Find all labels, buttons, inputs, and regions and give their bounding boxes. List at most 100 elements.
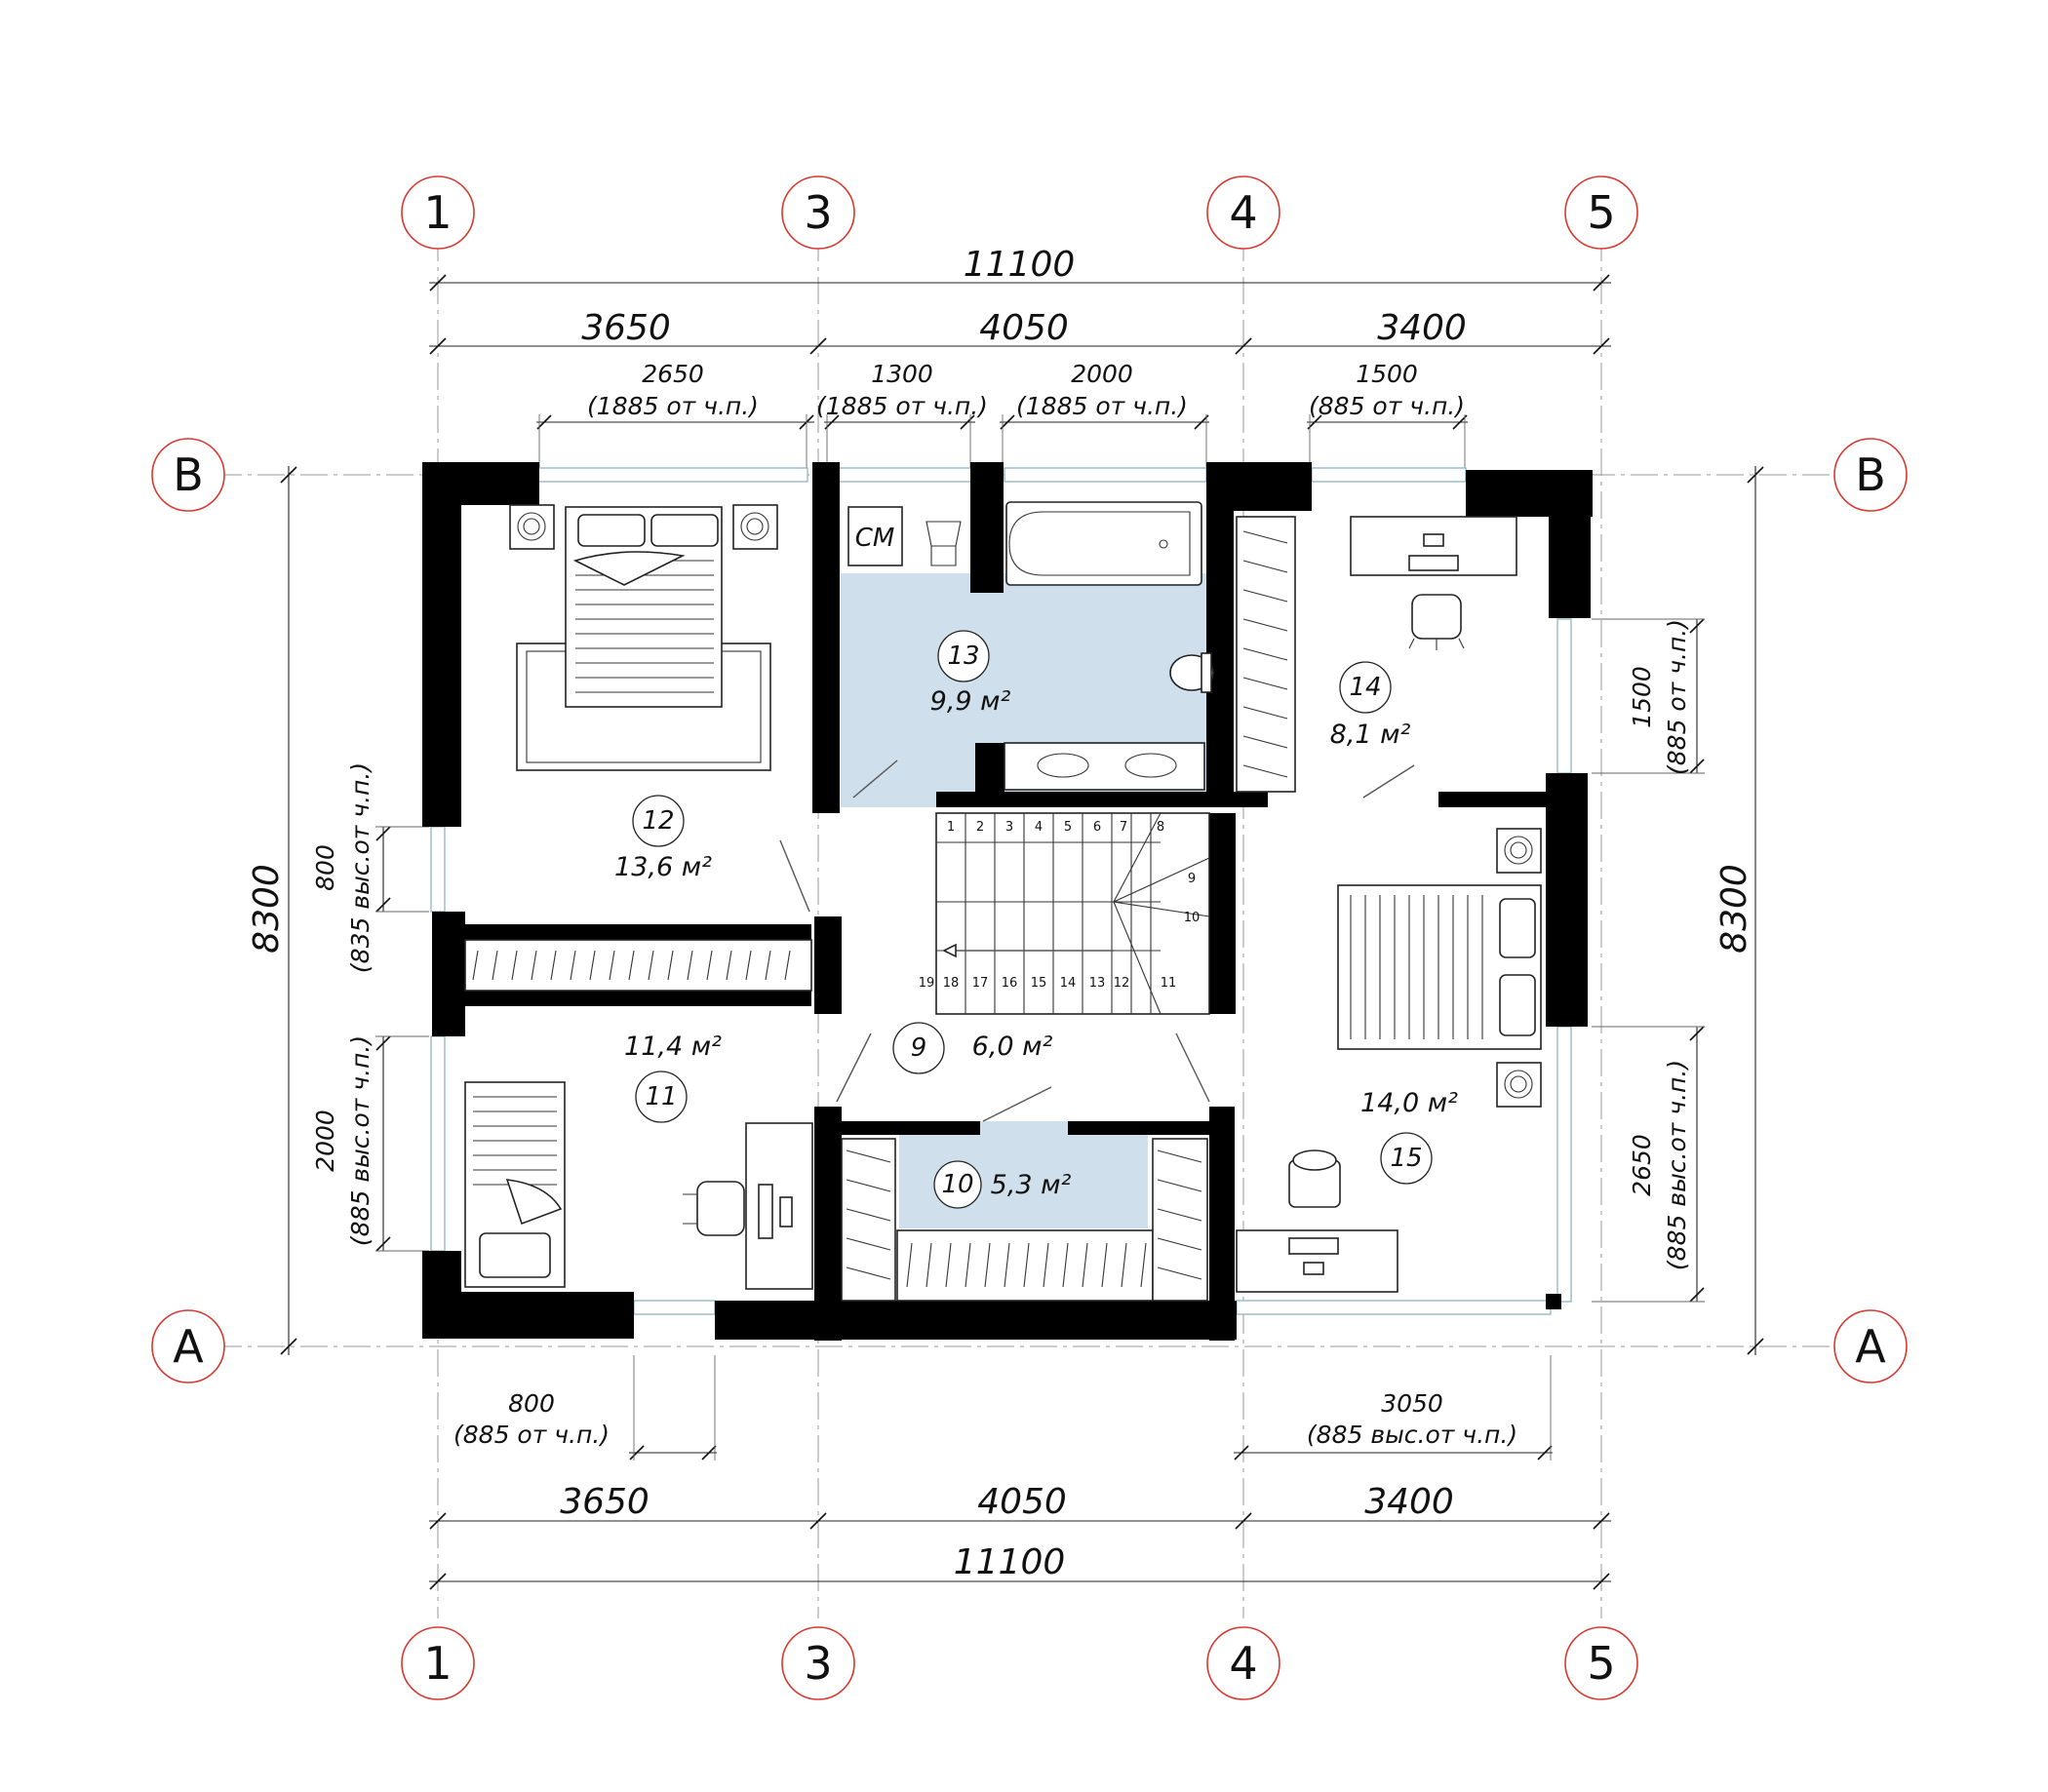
svg-text:4: 4 — [1229, 186, 1257, 239]
room-label-12: 12 13,6 м² — [614, 795, 712, 882]
svg-text:6: 6 — [1093, 820, 1101, 835]
svg-text:СМ: СМ — [855, 524, 895, 553]
axis-marker-4-top: 4 — [1206, 175, 1280, 250]
dim-window-15b-value: 3050 — [1381, 1389, 1443, 1418]
windows — [430, 467, 1572, 1315]
svg-text:5: 5 — [1064, 820, 1072, 835]
room-11-furniture — [464, 1081, 813, 1290]
room-label-13: 13 9,9 м² — [930, 630, 1011, 717]
svg-text:13: 13 — [947, 642, 979, 671]
svg-text:2: 2 — [976, 820, 984, 835]
svg-text:16: 16 — [1002, 976, 1018, 991]
svg-text:5: 5 — [1587, 186, 1615, 239]
axis-marker-a-right: А — [1833, 1309, 1908, 1383]
svg-text:9: 9 — [1188, 872, 1196, 886]
dim-window-15b-note: (885 выс.от ч.п.) — [1307, 1421, 1517, 1449]
desk-11 — [745, 1122, 813, 1290]
desk-15 — [1236, 1229, 1398, 1293]
washing-machine: СМ — [847, 506, 903, 566]
svg-text:18: 18 — [943, 976, 960, 991]
doors — [779, 760, 1415, 1122]
wardrobe-10-left — [841, 1138, 896, 1302]
side-dimensions: 8300 8300 800 (835 выс.от ч.п.) 2000 (88… — [247, 466, 1764, 1355]
dim-bay-1-bottom: 3650 — [560, 1482, 650, 1522]
room-label-15: 14,0 м² 15 — [1360, 1088, 1458, 1185]
svg-text:9,9 м²: 9,9 м² — [930, 686, 1011, 717]
axis-marker-5-bottom: 5 — [1564, 1626, 1638, 1700]
nightstand-right — [732, 504, 778, 550]
top-dimensions: 11100 3650 4050 3400 2650 (1885 от ч.п.)… — [429, 245, 1611, 468]
svg-text:А: А — [1855, 1320, 1886, 1373]
room-14-furniture — [1236, 516, 1517, 793]
axis-marker-1-top: 1 — [401, 175, 475, 250]
desk-14 — [1350, 516, 1517, 576]
svg-text:1: 1 — [423, 1637, 452, 1690]
svg-text:17: 17 — [972, 976, 989, 991]
svg-text:11: 11 — [1161, 976, 1177, 991]
svg-text:1: 1 — [947, 820, 955, 835]
chair-11 — [683, 1181, 745, 1236]
nightstand-15-top — [1496, 828, 1542, 874]
dim-window-15-right-note: (885 выс.от ч.п.) — [1663, 1060, 1691, 1270]
svg-text:3: 3 — [1005, 820, 1013, 835]
svg-text:15: 15 — [1031, 976, 1047, 991]
nightstand-15-bottom — [1496, 1062, 1542, 1108]
svg-text:4: 4 — [1035, 820, 1043, 835]
svg-text:11: 11 — [645, 1082, 677, 1111]
dim-window-13b-note: (1885 от ч.п.) — [1016, 392, 1188, 420]
svg-text:В: В — [1855, 448, 1886, 501]
dim-window-11b-note: (885 от ч.п.) — [453, 1421, 610, 1449]
svg-text:4: 4 — [1229, 1637, 1257, 1690]
dim-overall-height-right: 8300 — [1714, 864, 1754, 954]
dim-window-14-note: (885 от ч.п.) — [1309, 392, 1465, 420]
svg-text:5: 5 — [1587, 1637, 1615, 1690]
dim-bay-2-bottom: 4050 — [977, 1482, 1067, 1522]
dim-window-12-note: (1885 от ч.п.) — [587, 392, 759, 420]
svg-text:А: А — [173, 1320, 204, 1373]
dim-bay-3-bottom: 3400 — [1364, 1482, 1454, 1522]
axis-marker-3-top: 3 — [781, 175, 855, 250]
axis-marker-4-bottom: 4 — [1206, 1626, 1280, 1700]
dim-window-14-value: 1500 — [1356, 360, 1418, 388]
chair-14 — [1408, 594, 1465, 650]
double-bed-15 — [1337, 884, 1542, 1050]
dim-window-14-right-note: (885 от ч.п.) — [1663, 619, 1691, 775]
axis-marker-a-left: А — [151, 1309, 225, 1383]
dim-bay-1-top: 3650 — [581, 308, 671, 348]
room-12-furniture — [509, 504, 778, 771]
svg-text:12: 12 — [642, 806, 674, 836]
svg-text:6,0 м²: 6,0 м² — [972, 1032, 1053, 1062]
svg-text:14: 14 — [1060, 976, 1077, 991]
svg-text:1: 1 — [423, 186, 452, 239]
svg-text:12: 12 — [1114, 976, 1130, 991]
room-labels: 9 6,0 м² 10 5,3 м² 11,4 м² 11 12 13,6 м²… — [614, 630, 1458, 1209]
svg-text:8,1 м²: 8,1 м² — [1330, 720, 1411, 750]
single-bed — [464, 1081, 566, 1288]
bathtub — [1005, 501, 1202, 586]
wardrobe-10-bottom — [896, 1229, 1154, 1302]
svg-text:19: 19 — [919, 976, 935, 991]
axis-marker-v-left: В — [151, 438, 225, 512]
svg-text:В: В — [173, 448, 204, 501]
dim-overall-width-bottom: 11100 — [954, 1542, 1066, 1582]
dim-window-13a-value: 1300 — [871, 360, 933, 388]
dim-window-11-left-value: 2000 — [311, 1110, 339, 1172]
svg-text:8: 8 — [1157, 820, 1164, 835]
dim-window-11-left-note: (885 выс.от ч.п.) — [346, 1035, 374, 1246]
room-label-10: 10 5,3 м² — [933, 1160, 1072, 1209]
double-sink — [1004, 742, 1205, 791]
wardrobe-10-right — [1152, 1138, 1208, 1302]
dim-bay-2-top: 4050 — [979, 308, 1069, 348]
closets — [464, 939, 1208, 1302]
dim-bay-3-top: 3400 — [1377, 308, 1467, 348]
armchair-15 — [1288, 1149, 1341, 1208]
room-13-fixtures: СМ — [847, 501, 1214, 791]
wardrobe-11-12 — [464, 939, 812, 992]
dim-overall-width-top: 11100 — [964, 245, 1076, 285]
dim-window-12-value: 2650 — [642, 360, 704, 388]
dryer-fixture — [926, 521, 962, 566]
dim-window-14-right-value: 1500 — [1628, 666, 1656, 728]
svg-text:13,6 м²: 13,6 м² — [614, 852, 712, 882]
nightstand-left — [509, 504, 555, 550]
